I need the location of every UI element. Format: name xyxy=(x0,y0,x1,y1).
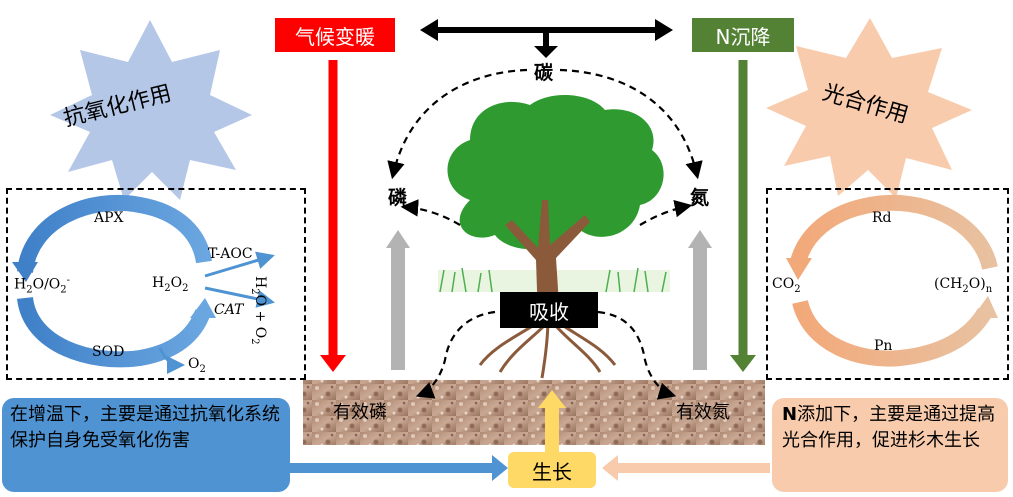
n-note-bold: N xyxy=(782,404,798,425)
taoc-label: T-AOC xyxy=(208,246,253,262)
ndep-arrow-head xyxy=(730,355,756,372)
warming-arrow-head xyxy=(320,355,346,372)
blue-note-arrow-head xyxy=(492,455,508,481)
apx-arc-head xyxy=(12,262,38,282)
o2-arrow xyxy=(158,347,185,374)
tree-canopy xyxy=(447,94,664,250)
o2-label: O2 xyxy=(188,356,206,375)
top-arrow-right-head xyxy=(655,19,673,41)
cat-arrow xyxy=(204,286,275,308)
tree-trunk xyxy=(505,200,590,320)
antioxidant-burst xyxy=(50,20,252,200)
n-addition-note: N添加下，主要是通过提高光合作用，促进杉木生长 xyxy=(772,398,1008,492)
co2-label: CO2 xyxy=(772,276,801,295)
h2o2-label: H2O2 xyxy=(152,275,189,294)
photosynthesis-burst xyxy=(766,18,972,198)
sod-arc-head xyxy=(190,298,216,318)
peach-note-arrow-head xyxy=(602,455,618,481)
grass-blades xyxy=(439,267,667,293)
sod-arc xyxy=(17,296,211,368)
tree-roots xyxy=(478,316,617,379)
available-p-label: 有效磷 xyxy=(333,402,387,423)
top-arrow-down-head xyxy=(534,46,558,58)
rd-arc-head xyxy=(786,258,812,280)
ch2o-label: (CH2O)n xyxy=(934,276,993,295)
tree xyxy=(447,94,664,379)
carbon-label: 碳 xyxy=(534,62,554,84)
sod-label: SOD xyxy=(92,344,125,360)
h2o-o2-label: H2O/O2- xyxy=(14,275,71,296)
photosynthesis-frame xyxy=(766,188,1009,380)
available-n-label: 有效氮 xyxy=(676,402,730,423)
cat-label: CAT xyxy=(214,302,244,318)
apx-arc xyxy=(17,194,212,274)
cycle-dashed-arrows xyxy=(387,68,703,400)
n-note-rest: 添加下，主要是通过提高光合作用，促进杉木生长 xyxy=(782,404,996,451)
rd-label: Rd xyxy=(872,210,892,226)
growth-arrow-head xyxy=(538,390,566,408)
warming-note: 在增温下，主要是通过抗氧化系统保护自身免受氧化伤害 xyxy=(2,398,290,492)
growth-label: 生长 xyxy=(508,452,596,488)
phosphorus-label: 磷 xyxy=(388,187,408,209)
nitrogen-label: 氮 xyxy=(690,187,710,209)
products-label: H2O + O2 xyxy=(249,276,268,345)
pn-label: Pn xyxy=(874,338,893,354)
soil-band xyxy=(303,380,765,445)
rd-arc xyxy=(790,194,998,271)
antioxidant-frame xyxy=(6,188,306,380)
absorb-label: 吸收 xyxy=(500,292,598,328)
top-arrow-left-head xyxy=(420,19,438,41)
pn-arc-head xyxy=(972,296,998,318)
n-deposition-tag: N沉降 xyxy=(692,18,794,52)
pn-arc xyxy=(792,299,992,367)
n-uptake-arrow-head xyxy=(688,230,712,248)
climate-warming-tag: 气候变暖 xyxy=(275,18,395,52)
taoc-arrow xyxy=(204,251,275,278)
apx-label: APX xyxy=(94,210,124,226)
p-uptake-arrow-head xyxy=(386,230,410,248)
